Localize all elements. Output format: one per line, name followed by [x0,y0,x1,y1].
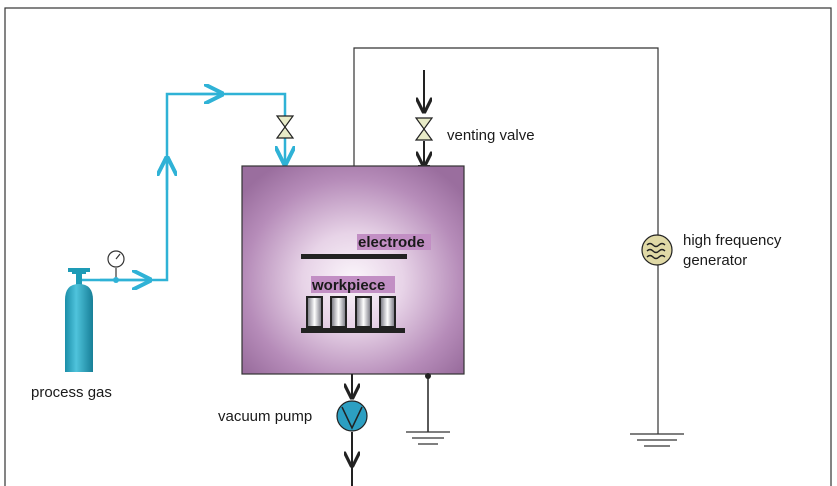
hf-generator-label-line2: generator [683,252,747,269]
gas-inlet-valve-icon[interactable] [275,115,295,139]
electrode-plate [301,254,407,259]
pressure-gauge-icon [107,250,125,283]
ground-icon [630,433,684,447]
vacuum-chamber [241,165,465,375]
workpiece-label-highlight [311,276,395,293]
venting-valve-label: venting valve [447,127,535,144]
hf-circuit-wire [353,47,659,236]
electrode-label-highlight [357,234,431,250]
gas-cylinder-icon [65,268,93,372]
process-gas-label: process gas [31,384,112,401]
hf-generator-icon[interactable] [641,234,673,266]
vacuum-pump-icon[interactable] [336,400,368,432]
workpiece-label: workpiece [311,277,385,294]
gas-line [80,94,285,280]
workpiece-holder [301,328,405,333]
hf-generator-label-line1: high frequency [683,232,782,249]
venting-valve-icon[interactable] [414,117,434,141]
ground-icon [406,431,450,445]
workpiece-parts [306,296,396,328]
outer-frame [4,7,832,486]
vacuum-pump-label: vacuum pump [218,408,312,425]
electrode-label: electrode [358,234,425,251]
